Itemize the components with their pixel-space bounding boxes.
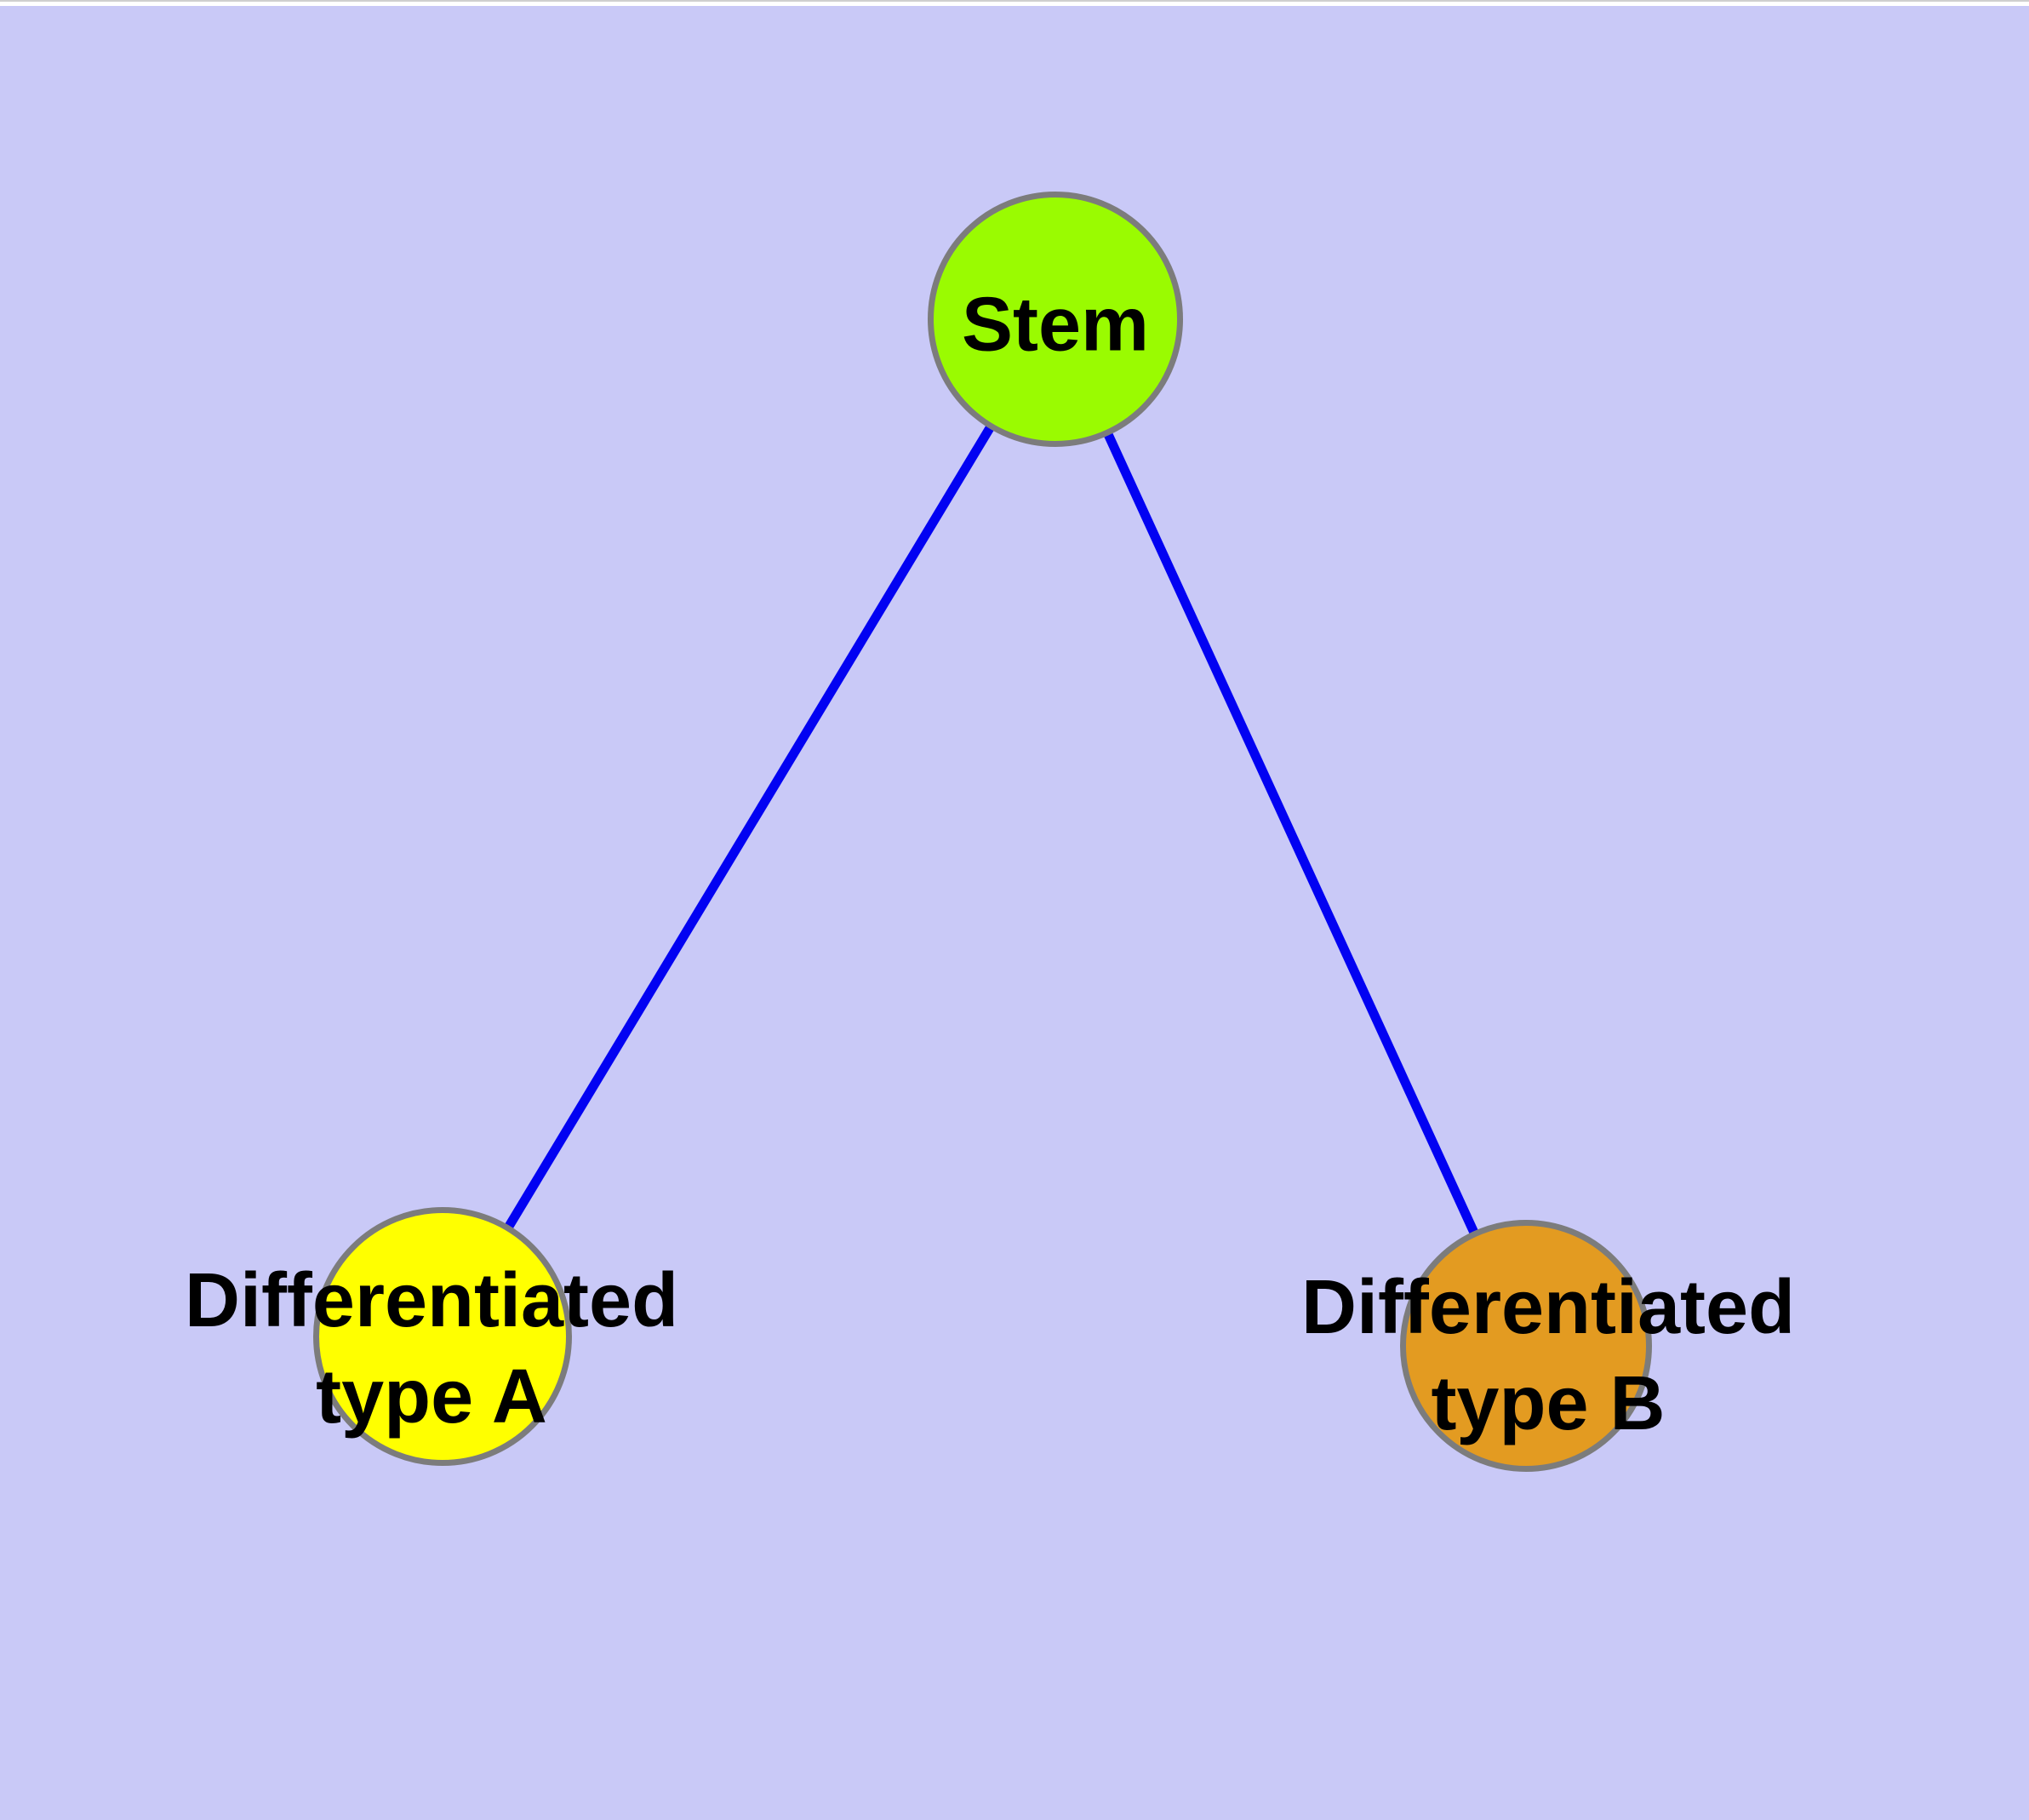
node-stem [928, 192, 1183, 447]
edges-layer [438, 317, 1530, 1348]
edge-stem-to-type-b [1051, 317, 1530, 1348]
edge-stem-to-type-a [438, 317, 1060, 1339]
node-stem-label: Stem [961, 282, 1150, 368]
node-differentiated-type-a [313, 1207, 572, 1466]
node-differentiated-type-b-label: Differentiated type B [1300, 1265, 1796, 1446]
node-differentiated-type-b [1400, 1220, 1652, 1472]
graph-canvas: Stem Differentiated type A Differentiate… [0, 6, 2029, 1820]
node-differentiated-type-a-label: Differentiated type A [184, 1258, 679, 1439]
